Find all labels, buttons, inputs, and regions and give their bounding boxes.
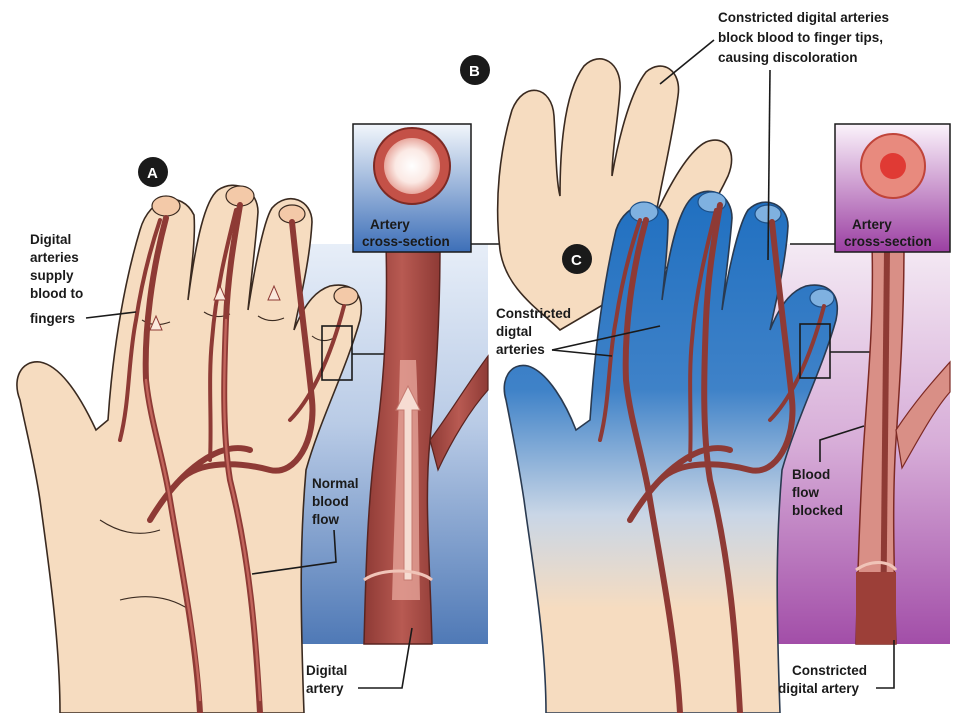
cross-section-label-r1: Artery [852, 217, 892, 232]
cross-section-label-r2: cross-section [844, 234, 932, 249]
svg-text:blood: blood [312, 494, 349, 509]
blue-nail-4 [810, 289, 834, 307]
svg-text:supply: supply [30, 268, 74, 283]
svg-text:Normal: Normal [312, 476, 359, 491]
constricted-hand-panel: Artery cross-section B C Constricted dig… [460, 10, 950, 713]
svg-text:artery: artery [306, 681, 344, 696]
svg-text:flow: flow [312, 512, 339, 527]
svg-text:Blood: Blood [792, 467, 830, 482]
svg-text:digital artery: digital artery [778, 681, 860, 696]
artery-cross-section-constricted: Artery cross-section [835, 124, 950, 252]
cross-section-label-1: Artery [370, 217, 410, 232]
badge-b-text: B [469, 63, 480, 80]
svg-text:Constricted digital arteries: Constricted digital arteries [718, 10, 889, 25]
normal-hand-panel: Artery cross-section A Digital arteries … [17, 124, 500, 713]
svg-text:Digital: Digital [30, 232, 71, 247]
artery-cross-section-normal: Artery cross-section [353, 124, 471, 252]
svg-text:arteries: arteries [30, 250, 79, 265]
svg-text:arteries: arteries [496, 342, 545, 357]
svg-text:fingers: fingers [30, 311, 75, 326]
svg-text:block blood to finger tips,: block blood to finger tips, [718, 30, 883, 45]
svg-text:Constricted: Constricted [496, 306, 571, 321]
svg-text:blood to: blood to [30, 286, 83, 301]
cross-section-label-2: cross-section [362, 234, 450, 249]
nail-1 [152, 196, 180, 216]
svg-text:Digital: Digital [306, 663, 347, 678]
badge-c-text: C [571, 252, 582, 269]
label-constricted-digital-artery: Constricted digital artery [778, 640, 894, 696]
badge-b: B [460, 55, 490, 85]
badge-c: C [562, 244, 592, 274]
svg-text:Constricted: Constricted [792, 663, 867, 678]
badge-a: A [138, 157, 168, 187]
nail-4 [334, 287, 358, 305]
svg-text:flow: flow [792, 485, 819, 500]
badge-a-text: A [147, 165, 158, 182]
svg-text:blocked: blocked [792, 503, 843, 518]
svg-text:digtal: digtal [496, 324, 532, 339]
svg-text:causing discoloration: causing discoloration [718, 50, 858, 65]
